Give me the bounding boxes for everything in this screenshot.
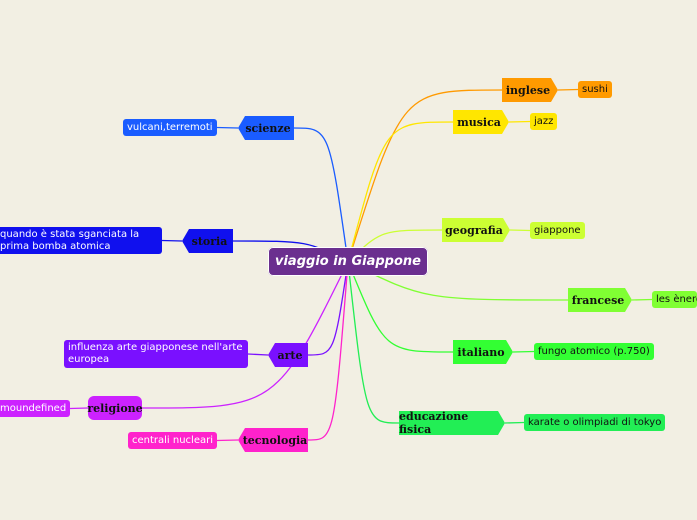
connection-inglese (347, 89, 503, 263)
topic-arte[interactable]: arte (268, 343, 308, 367)
leaf-moundefined[interactable]: moundefined (0, 400, 71, 417)
topic-geografia[interactable]: geografia (442, 218, 510, 242)
leaf-jazz[interactable]: jazz (530, 113, 558, 130)
topic-inglese[interactable]: inglese (502, 78, 558, 102)
connection-religione (141, 261, 349, 409)
topic-musica[interactable]: musica (453, 110, 509, 134)
topic-italiano[interactable]: italiano (453, 340, 513, 364)
topic-educazione-fisica[interactable]: educazione fisica (399, 411, 505, 435)
leaf-connection-italiano (512, 350, 535, 353)
connection-educazione-fisica (347, 261, 400, 424)
topic-tecnologia[interactable]: tecnologia (238, 428, 308, 452)
leaf-connection-geografia (509, 229, 531, 232)
leaf-vulcani-terremoti[interactable]: vulcani,terremoti (123, 119, 217, 136)
topic-storia[interactable]: storia (182, 229, 233, 253)
leaf-connection-musica (508, 120, 531, 123)
leaf-centrali-nucleari[interactable]: centrali nucleari (128, 432, 218, 449)
leaf-connection-tecnologia (216, 439, 239, 442)
leaf-connection-francese (631, 298, 653, 301)
connection-musica (347, 121, 454, 263)
topic-religione[interactable]: religione (87, 396, 143, 420)
connection-tecnologia (307, 261, 349, 441)
leaf-les-energie[interactable]: les ènergie (652, 291, 697, 308)
leaf-connection-educazione-fisica (504, 421, 525, 424)
topic-francese[interactable]: francese (568, 288, 632, 312)
leaf-connection-scienze (216, 126, 239, 129)
leaf-karate-olimpiadi[interactable]: karate o olimpiadi di tokyo (524, 414, 666, 431)
leaf-sushi[interactable]: sushi (578, 81, 612, 98)
leaf-connection-arte (247, 353, 269, 356)
leaf-fungo-atomico[interactable]: fungo atomico (p.750) (534, 343, 654, 360)
leaf-giappone[interactable]: giappone (530, 222, 585, 239)
connection-scienze (293, 127, 349, 263)
leaf-bomba-atomica[interactable]: quando è stata sganciata la prima bomba … (0, 227, 162, 254)
leaf-influenza-arte[interactable]: influenza arte giapponese nell'arte euro… (64, 340, 248, 368)
leaf-connection-storia (161, 239, 183, 242)
leaf-connection-inglese (557, 88, 579, 91)
central-topic[interactable]: viaggio in Giappone (268, 247, 428, 276)
leaf-connection-religione (69, 407, 89, 410)
topic-scienze[interactable]: scienze (238, 116, 294, 140)
connection-italiano (347, 261, 454, 353)
connection-arte (307, 261, 349, 356)
